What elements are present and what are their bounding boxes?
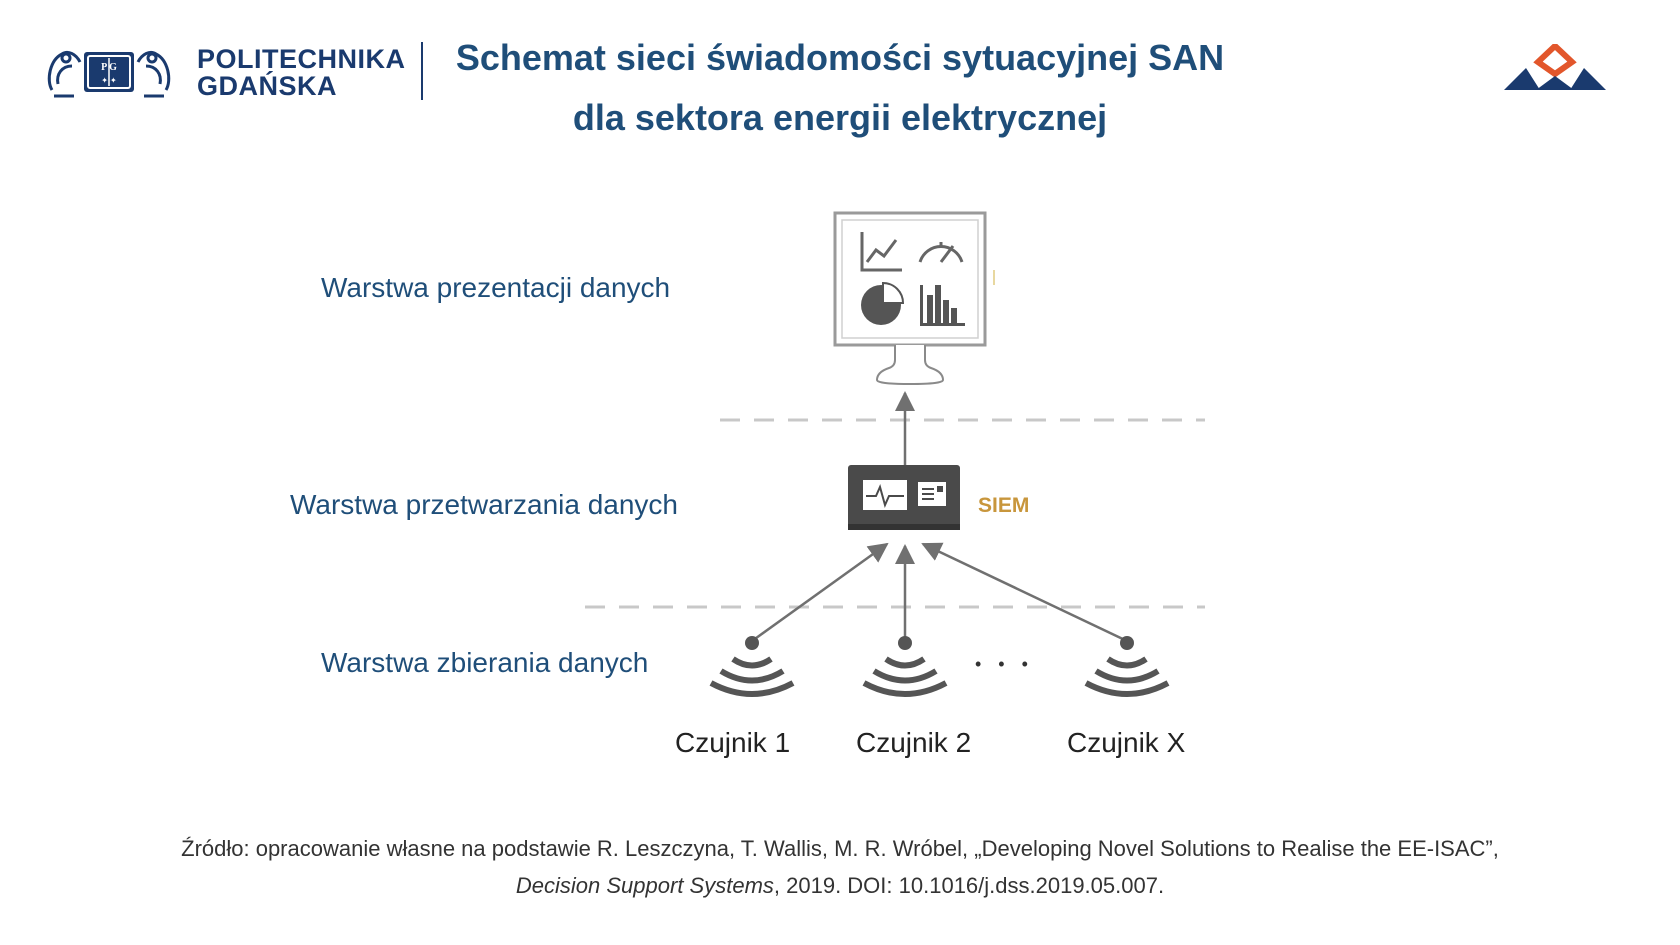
svg-text:✦ ✦: ✦ ✦ — [101, 76, 117, 85]
source-line-1: Źródło: opracowanie własne na podstawie … — [181, 836, 1499, 861]
line-chart-icon — [860, 232, 902, 272]
logo-line-2: GDAŃSKA — [197, 71, 338, 101]
layer-label-presentation: Warstwa prezentacji danych — [321, 272, 671, 303]
arrow-sensorx-to-siem — [921, 542, 1128, 643]
logo-divider — [421, 42, 423, 100]
dashboard-monitor — [833, 211, 987, 386]
sensor-label-2: Czujnik 2 — [856, 727, 972, 758]
sensor-ellipsis: • • • — [975, 654, 1034, 674]
source-line-2: Decision Support Systems, 2019. DOI: 10.… — [40, 867, 1640, 904]
layer-label-collection: Warstwa zbierania danych — [321, 647, 649, 678]
slide-title: Schemat sieci świadomości sytuacyjnej SA… — [440, 28, 1240, 148]
pie-chart-icon — [861, 281, 905, 325]
siem-label: SIEM — [978, 494, 1030, 517]
source-doi: , 2019. DOI: 10.1016/j.dss.2019.05.007. — [773, 873, 1165, 898]
sensor-label-1: Czujnik 1 — [675, 727, 791, 758]
gauge-icon — [918, 242, 964, 263]
layer-label-processing: Warstwa przetwarzania danych — [290, 489, 679, 520]
ee-isac-logo — [1500, 41, 1610, 99]
sensor-x-icon — [1084, 636, 1170, 697]
bar-chart-icon — [920, 285, 965, 326]
sensor-label-x: Czujnik X — [1067, 727, 1186, 758]
siem-device — [848, 465, 960, 530]
crest-icon: P G ✦ ✦ — [47, 50, 171, 98]
sensor-1-icon — [709, 636, 795, 697]
arrow-sensor1-to-siem — [751, 542, 889, 643]
title-line-1: Schemat sieci świadomości sytuacyjnej SA… — [455, 37, 1225, 78]
politechnika-gdanska-logo: P G ✦ ✦ POLITECHNIKA GDAŃSKA — [44, 40, 444, 110]
logo-line-1: POLITECHNIKA — [197, 44, 406, 74]
right-logo-icon — [1504, 41, 1606, 90]
source-citation: Źródło: opracowanie własne na podstawie … — [40, 830, 1640, 904]
title-line-2: dla sektora energii elektrycznej — [572, 97, 1108, 138]
logo-wordmark: POLITECHNIKA GDAŃSKA — [197, 46, 406, 100]
source-journal: Decision Support Systems — [515, 873, 774, 898]
sensor-2-icon — [862, 636, 948, 697]
